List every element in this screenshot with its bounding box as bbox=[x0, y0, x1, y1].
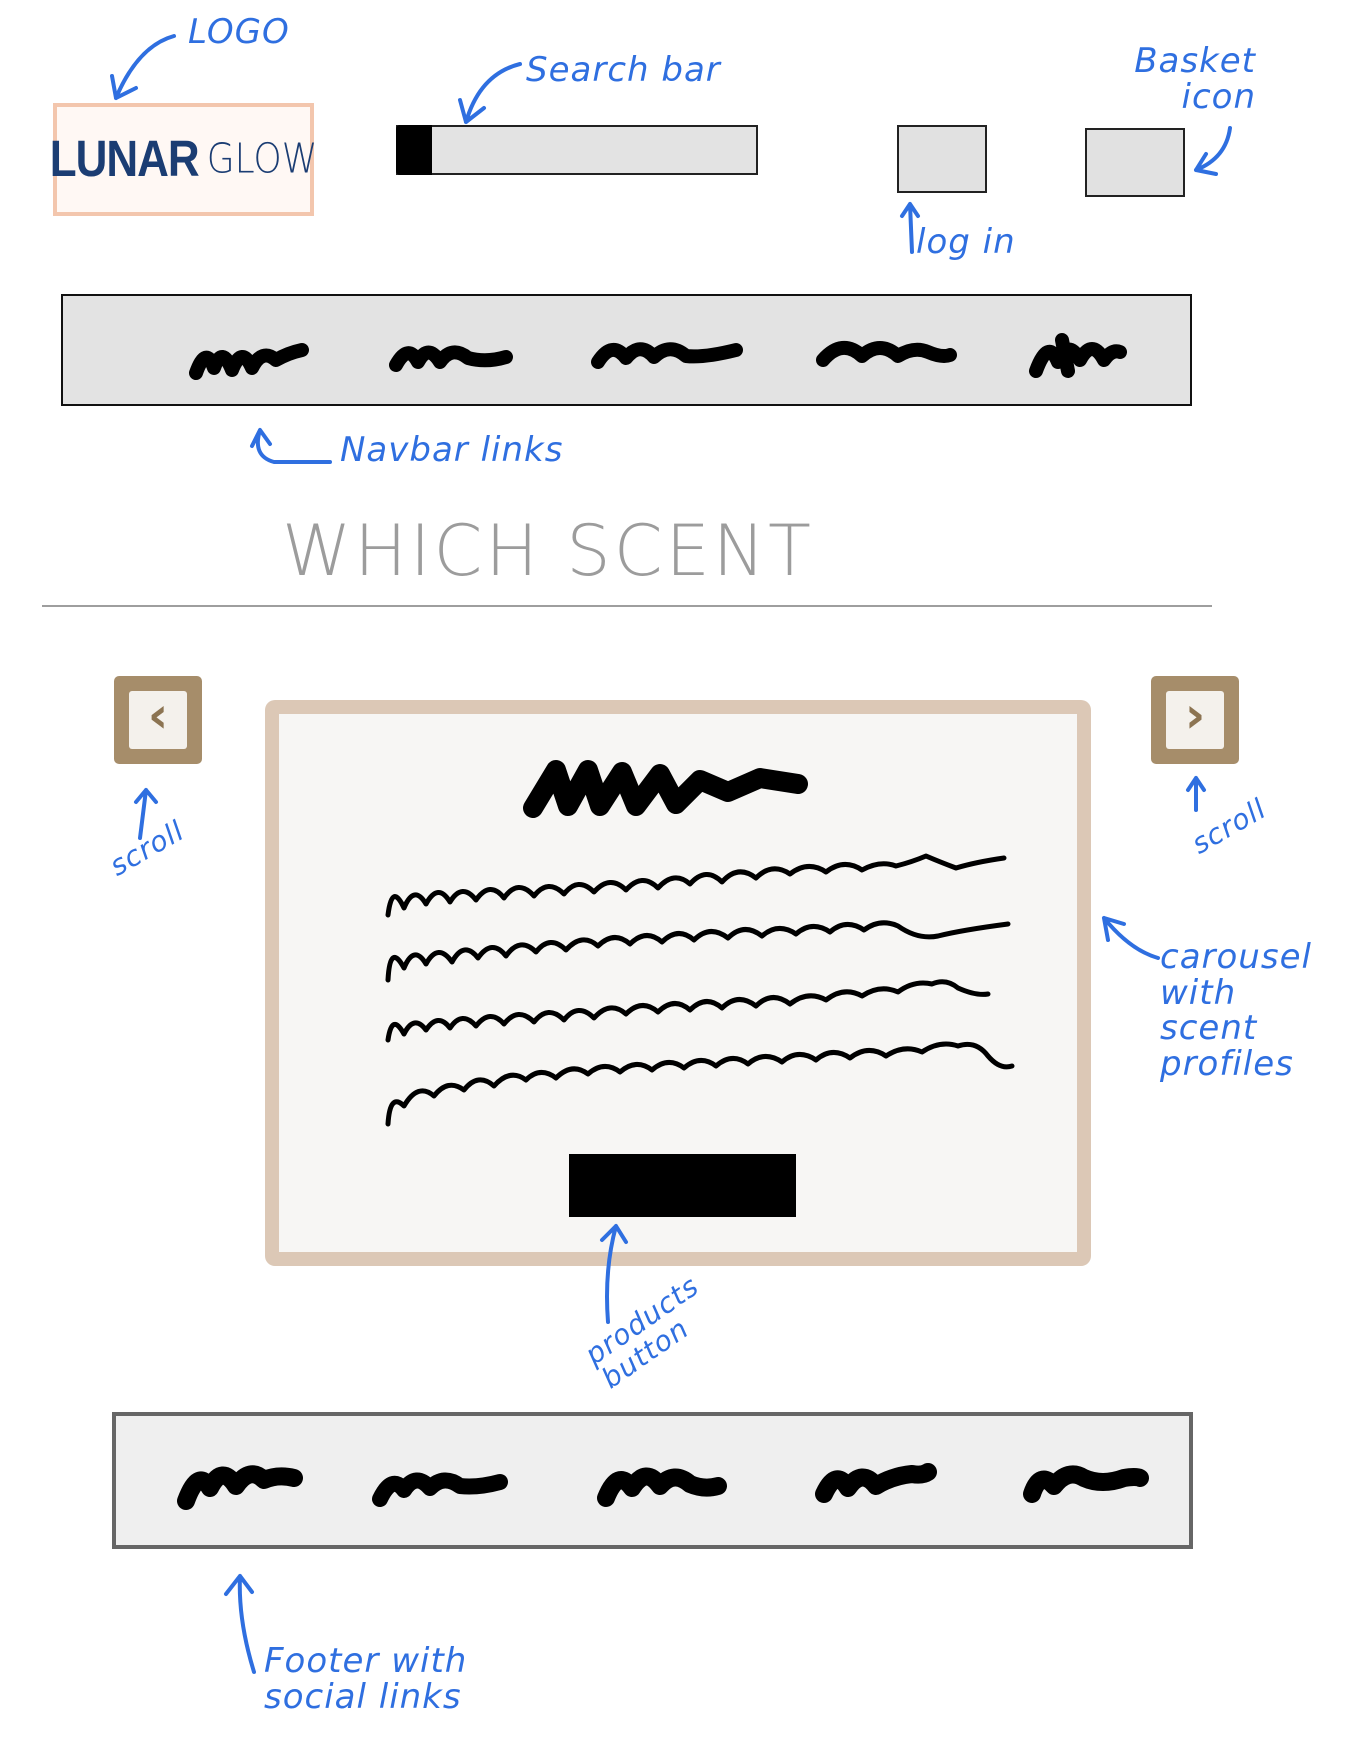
footer-social-link-3[interactable] bbox=[597, 1467, 727, 1507]
footer-social-link-5[interactable] bbox=[1023, 1465, 1149, 1503]
footer-social-link-4[interactable] bbox=[815, 1463, 937, 1503]
products-button-arrow bbox=[600, 1224, 628, 1324]
search-bar-annotation: Search bar bbox=[526, 50, 721, 90]
login-button[interactable] bbox=[897, 125, 987, 193]
login-annotation: log in bbox=[916, 222, 1016, 262]
login-arrow bbox=[900, 202, 920, 254]
footer-social-link-2[interactable] bbox=[372, 1472, 508, 1507]
logo-annotation: LOGO bbox=[188, 12, 290, 52]
nav-link-4[interactable] bbox=[816, 341, 957, 367]
carousel-annotation: carousel with scent profiles bbox=[1160, 937, 1312, 1085]
logo-arrow bbox=[110, 34, 176, 100]
page-heading: WHICH SCENT bbox=[282, 510, 814, 592]
scroll-right-button[interactable]: › bbox=[1151, 676, 1239, 764]
chevron-right-icon: › bbox=[1184, 686, 1206, 744]
carousel-text-line-1 bbox=[385, 853, 1007, 918]
carousel-text-line-4 bbox=[385, 1041, 1015, 1127]
scroll-left-button[interactable]: ‹ bbox=[114, 676, 202, 764]
carousel-title bbox=[523, 760, 808, 818]
search-button[interactable] bbox=[396, 125, 432, 175]
navbar-arrow bbox=[250, 428, 332, 464]
basket-icon[interactable] bbox=[1085, 128, 1185, 197]
nav-link-2[interactable] bbox=[389, 345, 513, 372]
navbar-annotation: Navbar links bbox=[340, 430, 564, 470]
navbar bbox=[61, 294, 1192, 406]
carousel-text-line-3 bbox=[385, 979, 991, 1043]
basket-icon-annotation: Basket icon bbox=[1134, 41, 1256, 117]
scroll-left-arrow bbox=[134, 788, 158, 840]
logo-secondary-text: GLOW bbox=[206, 135, 318, 184]
search-bar-arrow bbox=[458, 62, 522, 124]
footer-annotation: Footer with social links bbox=[264, 1641, 468, 1717]
logo-primary-text: LUNAR bbox=[49, 130, 200, 188]
nav-link-1[interactable] bbox=[189, 343, 309, 380]
basket-icon-arrow bbox=[1194, 126, 1232, 176]
carousel-arrow bbox=[1102, 916, 1160, 960]
divider bbox=[42, 605, 1212, 607]
footer-social-link-1[interactable] bbox=[177, 1465, 303, 1510]
search-input[interactable] bbox=[396, 125, 758, 175]
footer-arrow bbox=[224, 1574, 256, 1674]
logo[interactable]: LUNAR GLOW bbox=[49, 103, 317, 216]
products-button[interactable] bbox=[569, 1154, 796, 1217]
chevron-left-icon: ‹ bbox=[147, 686, 169, 744]
carousel-text-line-2 bbox=[385, 920, 1011, 983]
nav-link-3[interactable] bbox=[591, 342, 743, 369]
nav-link-5[interactable] bbox=[1029, 333, 1127, 378]
scroll-right-arrow bbox=[1186, 776, 1206, 812]
